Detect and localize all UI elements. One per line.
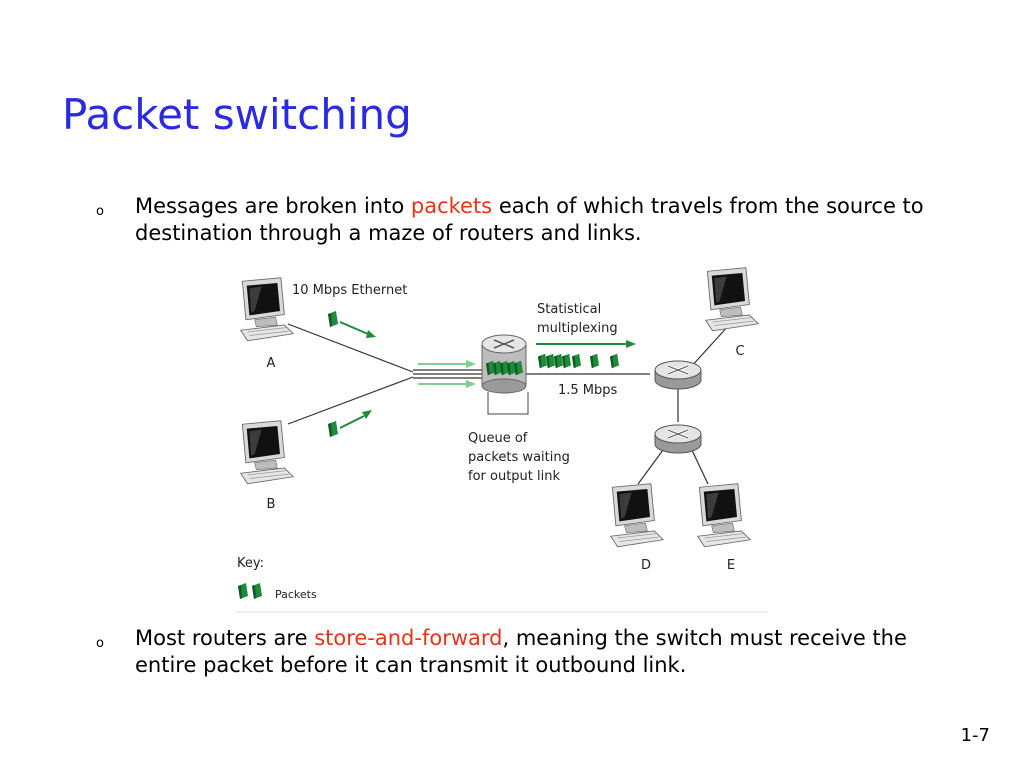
bullet-text-after: , meaning the switch must receive the en… (135, 626, 907, 677)
packet-icon (590, 353, 599, 369)
router-icon (653, 423, 703, 455)
packet-from-a (328, 311, 376, 338)
host-a: A (240, 277, 294, 371)
packet-switching-diagram: A B C D E (230, 264, 770, 614)
label-stat-mux-2: multiplexing (537, 321, 618, 336)
label-link-rate: 1.5 Mbps (558, 383, 618, 398)
bullet-text: Most routers are store-and-forward, mean… (135, 625, 935, 679)
multiplexed-packets (536, 340, 636, 369)
links (287, 323, 731, 485)
legend: Key: Packets (235, 556, 768, 613)
slide-number: 1-7 (960, 725, 990, 746)
bullet-text-before: Most routers are (135, 626, 315, 650)
router-icon (653, 359, 703, 391)
host-label-c: C (735, 344, 744, 359)
packet-icon (562, 353, 571, 369)
packet-icon (252, 583, 262, 599)
computer-icon (240, 277, 294, 342)
computer-icon (705, 267, 759, 332)
label-queue-1: Queue of (468, 431, 528, 446)
incoming-arrows (418, 360, 476, 388)
computer-icon (697, 483, 751, 548)
host-label-b: B (267, 497, 276, 512)
bullet-marker: o (96, 204, 104, 219)
packet-icon (610, 353, 619, 369)
highlight-packets: packets (410, 194, 493, 218)
router-c (653, 359, 703, 391)
host-e: E (697, 483, 751, 573)
label-stat-mux-1: Statistical (537, 302, 601, 317)
host-d: D (610, 483, 664, 573)
computer-icon (240, 420, 294, 485)
packet-icon (328, 311, 338, 327)
host-label-e: E (727, 558, 735, 573)
queued-packets (486, 360, 523, 376)
label-ethernet: 10 Mbps Ethernet (292, 283, 407, 298)
packet-icon (538, 353, 547, 369)
bullet-text-after: each of which travels from the source to… (135, 194, 924, 245)
router-de (653, 423, 703, 455)
queue-bracket (487, 392, 529, 415)
bullet-marker: o (96, 636, 104, 651)
packet-icon (328, 421, 338, 437)
diagram-svg: A B C D E (235, 267, 768, 613)
host-label-d: D (641, 558, 651, 573)
packet-from-b (328, 410, 372, 437)
label-queue-3: for output link (468, 469, 560, 484)
bullet-text-before: Messages are broken into (135, 194, 411, 218)
packet-icon (546, 353, 555, 369)
host-b: B (240, 420, 294, 512)
host-c: C (705, 267, 759, 359)
router-main (481, 334, 527, 394)
legend-packets: Packets (275, 588, 317, 601)
packet-icon (572, 353, 581, 369)
label-queue-2: packets waiting (468, 450, 570, 465)
packet-icon (238, 583, 248, 599)
packet-icon (554, 353, 563, 369)
legend-title: Key: (237, 556, 264, 571)
bullet-text: Messages are broken into packets each of… (135, 193, 935, 247)
highlight-store-and-forward: store-and-forward (314, 626, 503, 650)
computer-icon (610, 483, 664, 548)
slide-title: Packet switching (62, 90, 412, 139)
host-label-a: A (267, 356, 276, 371)
